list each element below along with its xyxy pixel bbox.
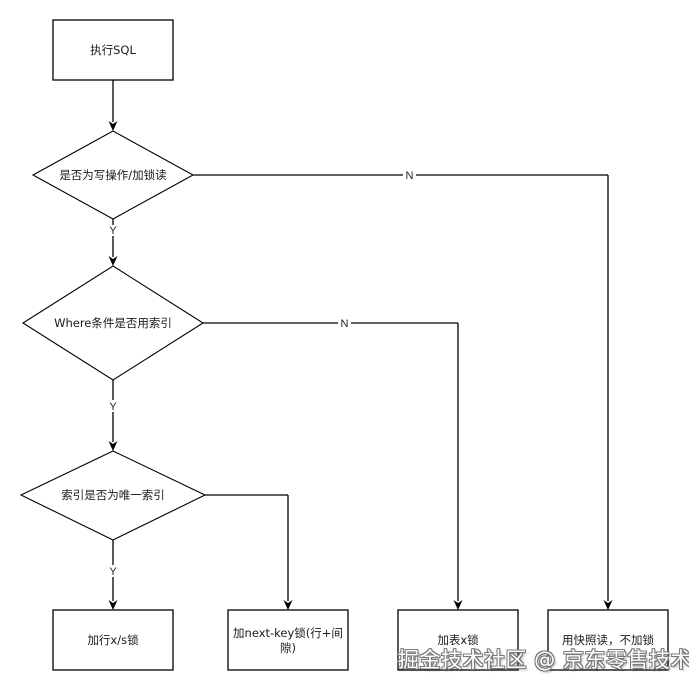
node-label: 用快照读，不加锁 <box>562 633 654 647</box>
edge-unique-index-no <box>205 494 293 610</box>
node-execute-sql[interactable]: 执行SQL <box>52 19 174 81</box>
node-table-lock[interactable]: 加表x锁 <box>397 609 519 671</box>
node-label-line-2: 隙) <box>280 641 296 655</box>
arrowhead-icon <box>283 600 293 610</box>
edge-where-index-no: N <box>203 318 463 610</box>
node-label: Where条件是否用索引 <box>54 316 172 330</box>
node-next-key-lock[interactable]: 加next-key锁(行+间 隙) <box>227 609 349 671</box>
edge-label-yes: Y <box>109 225 117 237</box>
node-row-lock[interactable]: 加行x/s锁 <box>52 609 174 671</box>
edge-is-write-yes: Y <box>108 219 118 266</box>
arrowhead-icon <box>108 441 118 451</box>
edge-label-yes: Y <box>109 401 117 413</box>
node-label: 索引是否为唯一索引 <box>61 488 165 502</box>
node-label: 加表x锁 <box>437 633 479 647</box>
edge-unique-index-yes: Y <box>108 540 118 610</box>
node-snapshot-read[interactable]: 用快照读，不加锁 <box>547 609 669 671</box>
edge-where-index-yes: Y <box>108 380 118 451</box>
decision-where-uses-index[interactable]: Where条件是否用索引 <box>21 265 205 381</box>
node-label: 是否为写操作/加锁读 <box>59 168 167 182</box>
node-label-line-1: 加next-key锁(行+间 <box>233 626 343 640</box>
arrowhead-icon <box>603 600 613 610</box>
watermark: 掘金技术社区 @ 京东零售技术 <box>398 648 689 672</box>
node-label: 执行SQL <box>90 43 136 57</box>
edge-label-yes: Y <box>109 566 117 578</box>
arrowhead-icon <box>108 600 118 610</box>
arrowhead-icon <box>108 256 118 266</box>
node-label: 加行x/s锁 <box>87 633 139 647</box>
edge-label-no: N <box>406 170 414 182</box>
decision-is-write-operation[interactable]: 是否为写操作/加锁读 <box>31 130 195 220</box>
decision-is-unique-index[interactable]: 索引是否为唯一索引 <box>19 450 207 541</box>
arrowhead-icon <box>108 121 118 131</box>
edge-is-write-no: N <box>193 170 613 610</box>
edge-start-to-is-write <box>108 80 118 131</box>
arrowhead-icon <box>453 600 463 610</box>
edge-label-no: N <box>341 318 349 330</box>
